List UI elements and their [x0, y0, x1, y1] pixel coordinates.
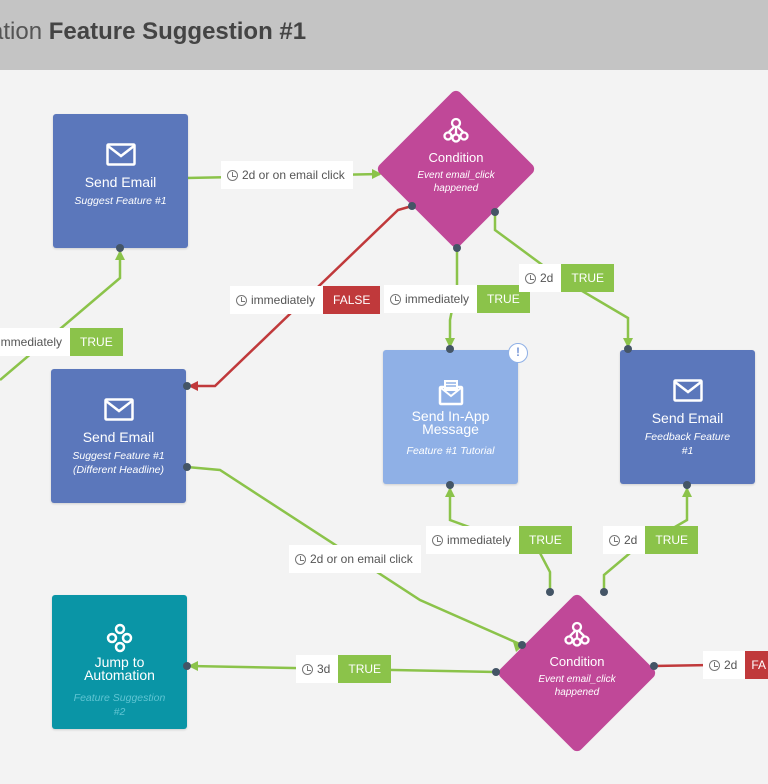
node-title: Send In-App Message — [411, 408, 490, 437]
connector-dot[interactable] — [183, 382, 191, 390]
edge-label-true[interactable]: 2d TRUE — [603, 526, 699, 554]
connector-dot[interactable] — [446, 481, 454, 489]
page-title: ation Feature Suggestion #1 — [0, 18, 307, 45]
connector-dot[interactable] — [491, 208, 499, 216]
connector-dot[interactable] — [650, 662, 658, 670]
wire-email2-cond2 — [186, 465, 523, 647]
arrow-head — [188, 661, 198, 671]
arrow-head — [115, 250, 125, 260]
send-email-node-1[interactable]: Send Email Suggest Feature #1 — [53, 114, 188, 248]
warning-icon[interactable]: ! — [508, 343, 528, 363]
clock-icon — [432, 534, 443, 546]
connector-dot[interactable] — [624, 345, 632, 353]
node-subtitle: Suggest Feature #1 — [74, 195, 167, 207]
node-title: Jump to Automation — [84, 654, 155, 683]
connector-dot[interactable] — [492, 668, 500, 676]
edge-label-true[interactable]: immediately TRUE — [0, 328, 123, 356]
arrow-head — [188, 381, 198, 391]
false-badge: FA — [745, 651, 768, 679]
arrow-head — [623, 338, 633, 348]
send-email-node-2[interactable]: Send Email Suggest Feature #1 (Different… — [51, 369, 186, 503]
wire-into-email1 — [0, 250, 122, 381]
clock-icon — [390, 293, 401, 305]
node-title: Send Email — [82, 429, 155, 445]
clock-icon — [525, 272, 536, 284]
edge-label-delay[interactable]: 2d or on email click — [289, 545, 421, 573]
connector-dot[interactable] — [408, 202, 416, 210]
connector-dot[interactable] — [453, 244, 461, 252]
node-title: Send Email — [651, 410, 724, 426]
node-subtitle: Suggest Feature #1 (Different Headline) — [72, 450, 165, 476]
node-subtitle: Event email_click happened — [417, 170, 495, 194]
true-badge: TRUE — [338, 655, 392, 683]
condition-node-1[interactable]: Condition Event email_click happened — [375, 88, 537, 250]
node-subtitle: Event email_click happened — [538, 674, 616, 698]
condition-node-2[interactable]: Condition Event email_click happened — [496, 592, 658, 754]
arrow-head — [682, 487, 692, 497]
message-icon — [438, 380, 463, 406]
clock-icon — [236, 294, 247, 306]
condition-icon — [443, 117, 469, 143]
envelope-icon — [105, 143, 136, 166]
edge-label-true[interactable]: 3d TRUE — [296, 655, 392, 683]
connector-dot[interactable] — [600, 588, 608, 596]
true-badge: TRUE — [561, 264, 615, 292]
arrow-head — [445, 487, 455, 497]
edge-label-true[interactable]: 2d TRUE — [519, 264, 615, 292]
connector-dot[interactable] — [183, 662, 191, 670]
envelope-icon — [672, 379, 703, 402]
clock-icon — [295, 553, 306, 565]
edge-label-true[interactable]: immediately TRUE — [426, 526, 572, 554]
node-subtitle: Feedback Feature #1 — [644, 431, 731, 457]
envelope-icon — [103, 398, 134, 421]
condition-icon — [564, 621, 590, 647]
send-in-app-message-node[interactable]: Send In-App Message Feature #1 Tutorial — [383, 350, 518, 484]
node-title: Condition — [428, 150, 484, 165]
node-subtitle: Feature #1 Tutorial — [406, 445, 495, 457]
connector-dot[interactable] — [116, 244, 124, 252]
clock-icon — [609, 534, 620, 546]
node-subtitle: Feature Suggestion #2 — [73, 692, 166, 718]
true-badge: TRUE — [519, 526, 572, 554]
true-badge: TRUE — [645, 526, 699, 554]
send-email-node-3[interactable]: Send Email Feedback Feature #1 — [620, 350, 755, 484]
clock-icon — [709, 659, 720, 671]
true-badge: TRUE — [70, 328, 123, 356]
edge-label-false[interactable]: immediately FALSE — [230, 286, 381, 314]
connector-dot[interactable] — [518, 641, 526, 649]
clock-icon — [302, 663, 313, 675]
connector-dot[interactable] — [183, 463, 191, 471]
header-bar: ation Feature Suggestion #1 — [0, 0, 768, 70]
automation-icon — [106, 623, 132, 653]
edge-label-false[interactable]: 2d FA — [703, 651, 768, 679]
arrow-head — [445, 338, 455, 348]
false-badge: FALSE — [323, 286, 381, 314]
connector-dot[interactable] — [446, 345, 454, 353]
connector-dot[interactable] — [683, 481, 691, 489]
jump-to-automation-node[interactable]: Jump to Automation Feature Suggestion #2 — [52, 595, 187, 729]
arrow-head — [372, 169, 382, 179]
clock-icon — [227, 169, 238, 181]
connector-dot[interactable] — [546, 588, 554, 596]
node-title: Condition — [549, 654, 605, 669]
node-title: Send Email — [84, 174, 157, 190]
edge-label-true[interactable]: immediately TRUE — [384, 285, 530, 313]
edge-label-delay[interactable]: 2d or on email click — [221, 161, 353, 189]
